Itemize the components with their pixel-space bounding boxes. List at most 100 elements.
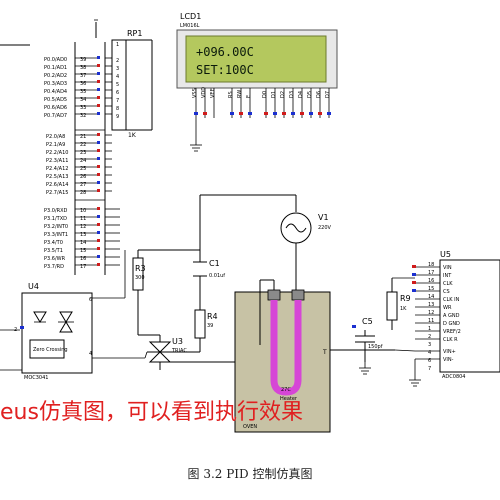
r9-name: R9	[400, 294, 411, 303]
port0-label: P0.6/AD6	[44, 105, 67, 111]
lcd-pin-label: RS	[228, 91, 234, 98]
ground-icon	[409, 379, 421, 387]
lcd-screen	[185, 35, 327, 83]
port0-label: P0.1/AD1	[44, 65, 67, 71]
r4-resistor: R4 39	[194, 309, 218, 339]
oven-heater-label: Heater	[280, 396, 298, 402]
r9-resistor: R9 1K	[386, 278, 411, 330]
port0-pin: 39	[80, 57, 86, 63]
lcd-module: LCD1 LM016L +096.00C SET:100C VSS VDD VE…	[176, 12, 338, 152]
u5-pin-number: 3	[428, 342, 431, 348]
u5-pin-label: CS	[443, 289, 450, 295]
port0-label: P0.5/AD5	[44, 97, 67, 103]
lcd-pin-label: D7	[325, 91, 331, 98]
rp1-pin: 5	[116, 82, 119, 88]
lcd-pin-label: VSS	[192, 88, 198, 98]
port2-pin: 25	[80, 166, 86, 172]
u5-pin-number: 4	[428, 350, 431, 356]
lcd-pin-label: VDD	[201, 87, 207, 98]
port2-pin: 24	[80, 158, 86, 164]
c1-capacitor: C1 0.01uf	[193, 259, 225, 279]
u5-adc-chip: U5 VIN INT CLK CS CLK IN WR A GND D GND …	[392, 250, 500, 387]
lcd-pin-label: RW	[237, 90, 243, 98]
u5-pin-label: CLK IN	[443, 297, 460, 303]
u4-opto-coupler: U4 6 2 4 Zero Crossing MOC3041	[0, 250, 148, 381]
u5-pin-label: A GND	[443, 313, 460, 319]
u5-pin-number: 13	[428, 302, 434, 308]
port3-pin: 14	[80, 240, 86, 246]
oven-temp: 27C	[281, 387, 291, 393]
port0-label: P0.2/AD2	[44, 73, 67, 79]
u5-pin-label: VREF/2	[443, 329, 461, 335]
figure-caption: 图 3.2 PID 控制仿真图	[188, 467, 313, 481]
port3-pin: 16	[80, 256, 86, 262]
u4-pin-4: 4	[89, 351, 92, 357]
u5-pin-label: VIN	[443, 265, 452, 271]
lcd-pin-label: VEE	[210, 88, 216, 98]
overlay-annotation: eus仿真图，可以看到执行效果	[0, 400, 303, 425]
triac-icon	[59, 311, 73, 323]
u3-value: TRIAC	[171, 348, 187, 354]
v1-name: V1	[318, 213, 329, 222]
rp1-resistor-pack: RP1 1K 1 2 3 4 5 6 7 8 9	[94, 19, 153, 139]
oven-heater: 27C Heater T OVEN	[234, 279, 395, 433]
v1-value: 220V	[318, 225, 332, 231]
port2-label: P2.1/A9	[46, 142, 65, 148]
r4-name: R4	[207, 312, 218, 321]
u5-pin-label: CLK R	[443, 337, 458, 343]
port0-pin: 34	[80, 97, 86, 103]
port0-pin: 36	[80, 81, 86, 87]
port2-pin: 23	[80, 150, 86, 156]
port3-label: P3.7/RD	[44, 264, 64, 270]
c1-name: C1	[209, 259, 220, 268]
c1-value: 0.01uf	[209, 273, 225, 279]
port2-labels: P2.0/A8 P2.1/A9 P2.2/A10 P2.3/A11 P2.4/A…	[46, 134, 86, 196]
oven-terminal-t: T	[322, 349, 327, 356]
u5-pin-number: 11	[428, 318, 434, 324]
u5-pin-number: 17	[428, 270, 434, 276]
u3-triac: U3 TRIAC	[147, 335, 187, 370]
lcd-pin-label: D6	[316, 91, 322, 98]
port2-label: P2.2/A10	[46, 150, 68, 156]
port0-label: P0.7/AD7	[44, 113, 67, 119]
port0-label: P0.4/AD4	[44, 89, 67, 95]
port2-label: P2.4/A12	[46, 166, 68, 172]
port3-label: P3.5/T1	[44, 248, 63, 254]
lcd-pin-label: D5	[307, 91, 313, 98]
u5-pin-number: 1	[428, 326, 431, 332]
u5-pin-label: WR	[443, 305, 452, 311]
lcd-name: LCD1	[180, 12, 201, 21]
port0-pin: 33	[80, 105, 86, 111]
heater-tube-icon	[270, 300, 302, 396]
u5-pin-label: CLK	[443, 281, 453, 287]
lcd-model: LM016L	[180, 23, 200, 29]
port3-pin: 10	[80, 208, 86, 214]
rp1-name: RP1	[127, 29, 142, 38]
rp1-pin: 7	[116, 98, 119, 104]
port2-pin: 26	[80, 174, 86, 180]
rp1-pin: 3	[116, 66, 119, 72]
lcd-line-2: SET:100C	[196, 63, 254, 77]
r4-value: 39	[207, 323, 213, 329]
port0-pin: 37	[80, 73, 86, 79]
rp1-pin: 9	[116, 114, 119, 120]
u5-pin-number: 7	[428, 366, 431, 372]
oven-label: OVEN	[243, 424, 257, 430]
lcd-pin-label: D0	[262, 91, 268, 98]
v1-ac-source: V1 220V	[200, 194, 332, 292]
port3-label: P3.4/T0	[44, 240, 63, 246]
led-icon	[33, 311, 47, 323]
u5-pin-label: INT	[443, 273, 452, 279]
port2-label: P2.0/A8	[46, 134, 65, 140]
port3-labels: P3.0/RXD P3.1/TXD P3.2/INT0 P3.3/INT1 P3…	[44, 208, 86, 270]
port2-label: P2.5/A13	[46, 174, 68, 180]
u4-model: MOC3041	[24, 375, 48, 381]
port3-pin: 13	[80, 232, 86, 238]
port0-pin: 32	[80, 113, 86, 119]
r3-value: 300	[135, 275, 145, 281]
u5-model: ADC0804	[442, 374, 466, 380]
u4-pin-6: 6	[89, 297, 92, 303]
u5-pin-number: 14	[428, 294, 434, 300]
u5-pin-number: 16	[428, 278, 434, 284]
lcd-pin-label: E	[246, 95, 252, 98]
